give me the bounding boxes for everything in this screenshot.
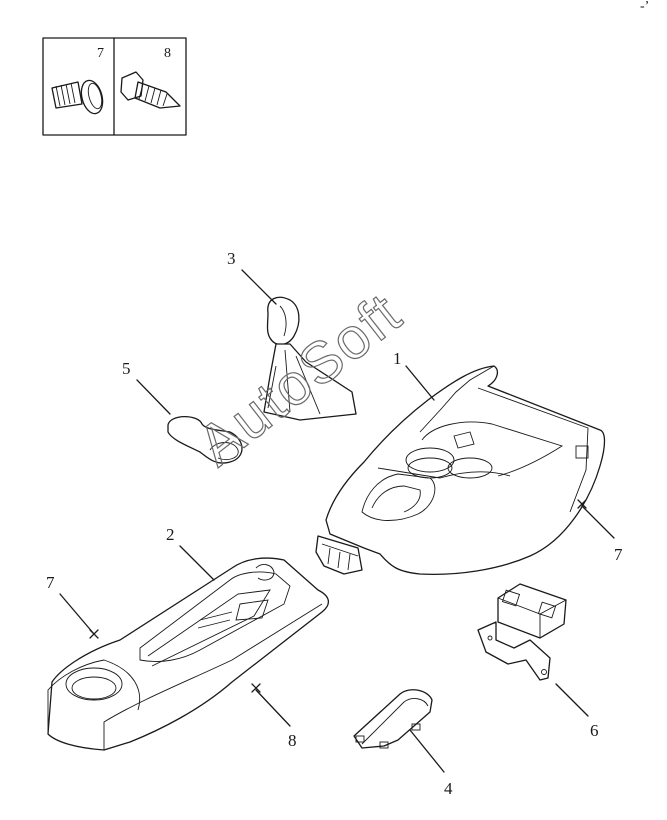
inset-label-8: 8 [164,46,171,61]
trim-plate-part-5 [167,415,243,464]
screw-8-icon [120,71,181,109]
cover-panel-part-4 [353,689,433,749]
callout-7-left: 7 [46,573,55,592]
bolt-7-icon [51,79,104,115]
callout-5: 5 [122,359,131,378]
callout-3: 3 [227,249,236,268]
callout-4: 4 [444,779,453,798]
console-tray-part-2 [47,557,329,751]
callout-7-right: 7 [614,545,623,564]
console-housing-part-1 [315,365,606,575]
corner-mark: ‐’ [640,0,649,14]
fastener-inset: 7 8 [42,37,187,136]
callout-8: 8 [288,731,297,750]
callout-1: 1 [393,349,402,368]
shift-knob-part-3 [263,296,357,421]
inset-label-7: 7 [97,46,104,61]
switch-bracket-part-6 [477,583,567,681]
callout-2: 2 [166,525,175,544]
leader-lines [59,269,615,773]
callout-6: 6 [590,721,599,740]
